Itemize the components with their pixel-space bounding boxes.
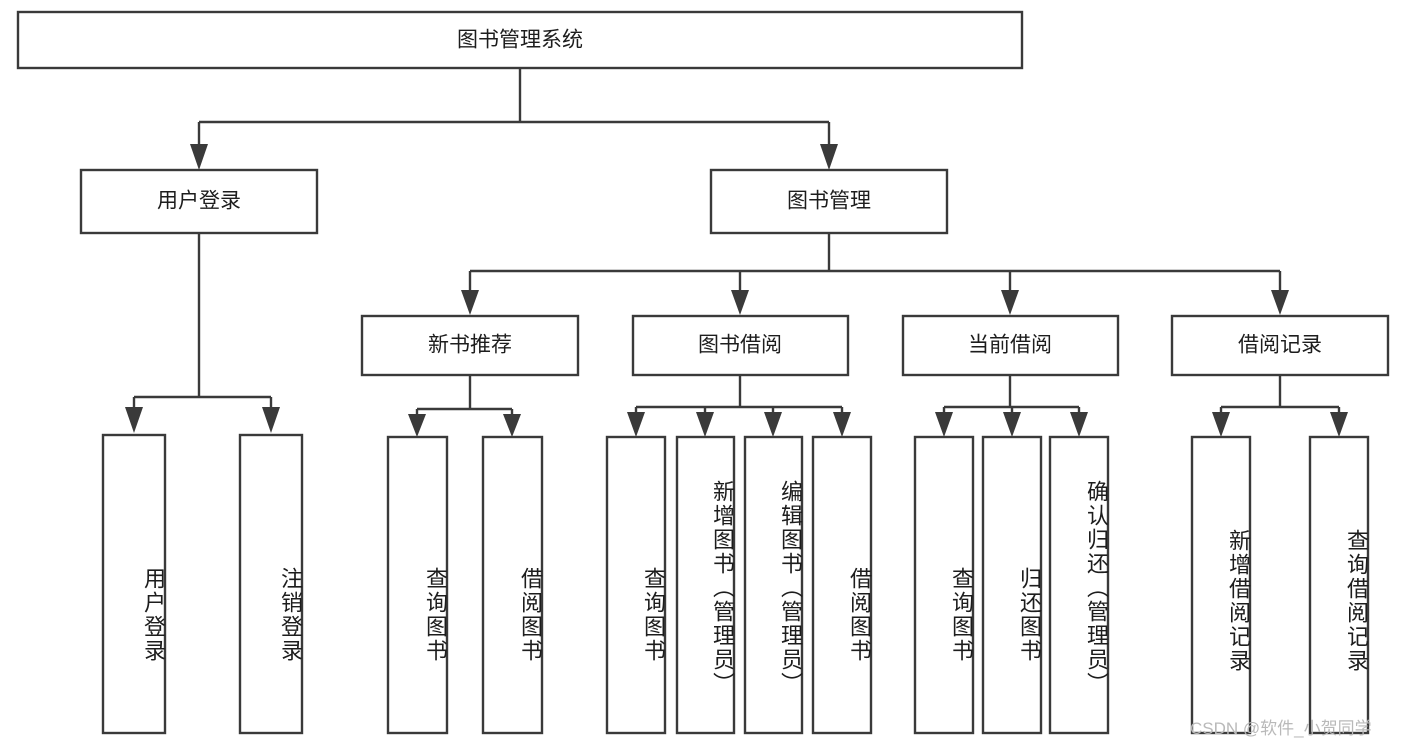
node-label: 新书推荐 xyxy=(428,334,512,357)
arrow-head-icon xyxy=(190,144,208,170)
arrow-head-icon xyxy=(1212,412,1230,437)
arrow-head-icon xyxy=(1330,412,1348,437)
node-book-borrow[interactable]: 图书借阅 xyxy=(631,314,850,377)
arrow-head-icon xyxy=(125,407,143,433)
node-label: 图书管理系统 xyxy=(457,29,583,52)
arrow-head-icon xyxy=(833,412,851,437)
node-box-shape xyxy=(16,10,1024,70)
leaf-box-user-login-2[interactable] xyxy=(238,433,304,735)
node-box-shape xyxy=(631,314,850,377)
arrow-head-icon xyxy=(696,412,714,437)
arrow-head-icon xyxy=(1003,412,1021,437)
node-box-shape xyxy=(79,168,319,235)
watermark: CSDN @软件_小贺同学 xyxy=(1190,719,1372,738)
arrow-head-icon xyxy=(764,412,782,437)
node-box-shape xyxy=(1170,314,1390,377)
arrow-head-icon xyxy=(935,412,953,437)
connector-current-borrow-to-leaves xyxy=(935,375,1088,437)
connector-book-manage-to-level3 xyxy=(461,233,1289,315)
leaf-box-current-borrow-2[interactable] xyxy=(981,435,1043,735)
leaf-box-book-borrow-4[interactable] xyxy=(811,435,873,735)
connector-new-book-to-leaves xyxy=(408,375,521,437)
leaf-box-book-borrow-3[interactable] xyxy=(743,435,804,735)
leaf-box-book-borrow-1[interactable] xyxy=(605,435,667,735)
node-box-shape xyxy=(360,314,580,377)
arrow-head-icon xyxy=(461,290,479,315)
node-user-login[interactable]: 用户登录 xyxy=(79,168,319,235)
connector-root-to-level2 xyxy=(190,68,838,170)
node-new-book-recommend[interactable]: 新书推荐 xyxy=(360,314,580,377)
arrow-head-icon xyxy=(1001,290,1019,315)
leaf-box-current-borrow-3[interactable] xyxy=(1048,435,1110,735)
node-borrow-records[interactable]: 借阅记录 xyxy=(1170,314,1390,377)
node-label: 图书管理 xyxy=(787,190,871,213)
arrow-head-icon xyxy=(731,290,749,315)
arrow-head-icon xyxy=(262,407,280,433)
leaf-box-user-login-1[interactable] xyxy=(101,433,167,735)
node-box-shape xyxy=(901,314,1120,377)
arrow-head-icon xyxy=(1271,290,1289,315)
connector-borrow-records-to-leaves xyxy=(1212,375,1348,437)
leaf-box-current-borrow-1[interactable] xyxy=(913,435,975,735)
leaf-box-new-book-2[interactable] xyxy=(481,435,544,735)
leaf-box-borrow-records-2[interactable] xyxy=(1308,435,1370,735)
leaf-box-new-book-1[interactable] xyxy=(386,435,449,735)
arrow-head-icon xyxy=(408,414,426,437)
arrow-head-icon xyxy=(1070,412,1088,437)
node-label: 用户登录 xyxy=(157,190,241,213)
leaf-box-book-borrow-2[interactable] xyxy=(675,435,736,735)
node-current-borrow[interactable]: 当前借阅 xyxy=(901,314,1120,377)
arrow-head-icon xyxy=(503,414,521,437)
node-label: 当前借阅 xyxy=(968,334,1052,357)
node-book-management[interactable]: 图书管理 xyxy=(709,168,949,235)
node-box-shape xyxy=(709,168,949,235)
node-label: 图书借阅 xyxy=(698,334,782,357)
node-label: 借阅记录 xyxy=(1238,334,1322,357)
arrow-head-icon xyxy=(627,412,645,437)
connector-book-borrow-to-leaves xyxy=(627,375,851,437)
connector-user-login-to-leaves xyxy=(125,233,280,433)
leaf-box-borrow-records-1[interactable] xyxy=(1190,435,1252,735)
node-root-system[interactable]: 图书管理系统 xyxy=(16,10,1024,70)
arrow-head-icon xyxy=(820,144,838,170)
